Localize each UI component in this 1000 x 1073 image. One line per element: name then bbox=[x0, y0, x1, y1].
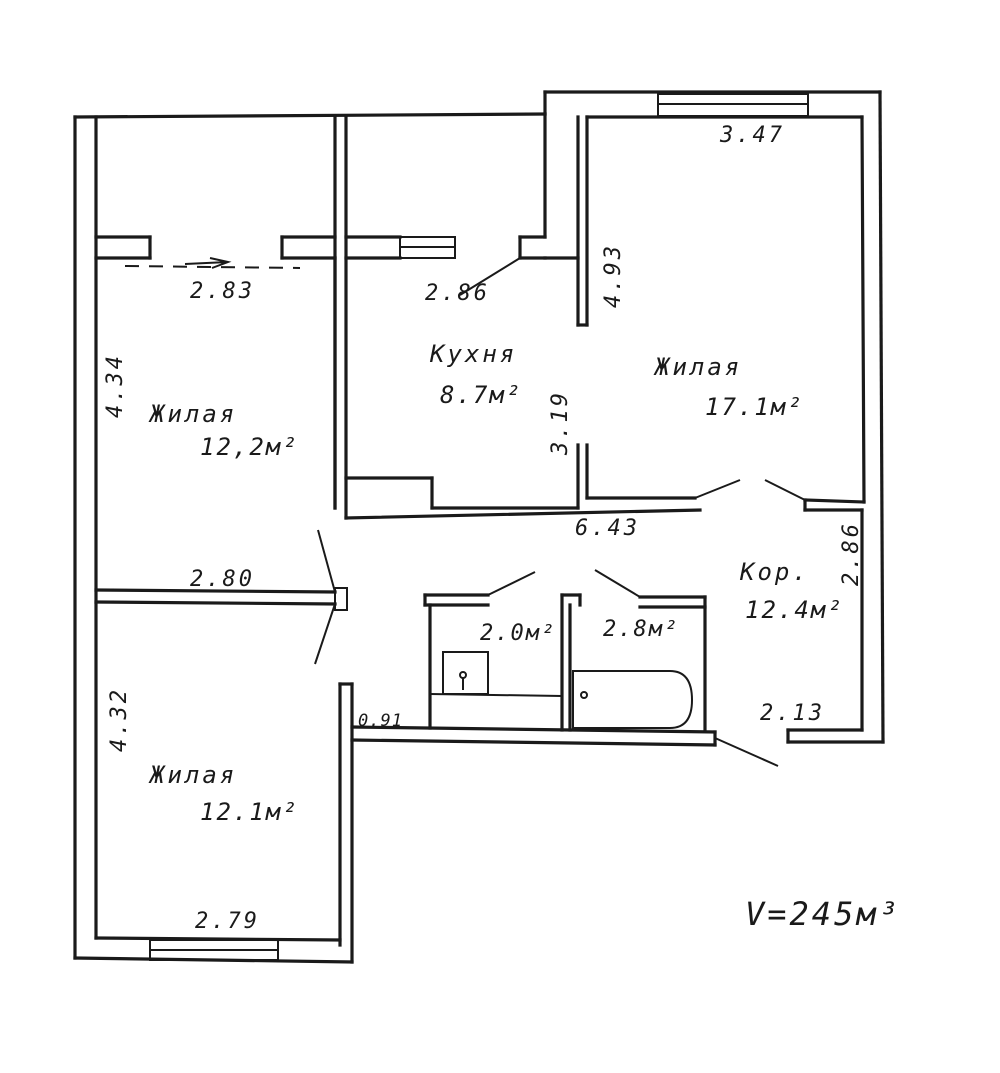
room-area-kitchen: 8.7м² bbox=[440, 381, 522, 409]
dim-4-93: 4.93 bbox=[601, 243, 626, 308]
room-labels: Жилая 12,2м² Кухня 8.7м² Жилая 17.1м² Ко… bbox=[148, 340, 844, 826]
dim-3-47: 3.47 bbox=[719, 123, 785, 148]
room-area-living-large: 17.1м² bbox=[705, 393, 804, 421]
dim-2-86-corridor: 2.86 bbox=[839, 521, 864, 586]
dim-6-43: 6.43 bbox=[575, 516, 640, 541]
dim-4-32: 4.32 bbox=[107, 687, 132, 752]
room-name-kitchen: Кухня bbox=[429, 340, 517, 368]
dim-0-91: 0.91 bbox=[358, 711, 403, 731]
dim-4-34: 4.34 bbox=[103, 353, 128, 418]
room-area-bathroom-1: 2.0м² bbox=[480, 621, 556, 646]
dim-2-83: 2.83 bbox=[190, 279, 255, 304]
volume-note: V=245м³ bbox=[745, 895, 901, 933]
dim-3-19: 3.19 bbox=[548, 390, 573, 456]
dim-2-13: 2.13 bbox=[760, 701, 825, 726]
room-area-living-top-left: 12,2м² bbox=[200, 433, 299, 461]
room-area-corridor: 12.4м² bbox=[745, 596, 844, 624]
dimension-labels: 2.83 2.86 3.47 4.93 4.34 3.19 6.43 2.86 … bbox=[103, 123, 864, 934]
room-area-bathroom-2: 2.8м² bbox=[603, 617, 679, 642]
dim-2-79: 2.79 bbox=[195, 909, 260, 934]
room-name-living-bottom: Жилая bbox=[148, 761, 237, 789]
room-area-living-bottom: 12.1м² bbox=[200, 798, 299, 826]
room-name-corridor: Кор. bbox=[739, 558, 810, 586]
room-name-living-top-left: Жилая bbox=[148, 400, 237, 428]
dim-2-86-kitchen: 2.86 bbox=[425, 281, 490, 306]
walls bbox=[73, 90, 885, 964]
room-name-living-large: Жилая bbox=[653, 353, 742, 381]
doors bbox=[314, 257, 806, 767]
dim-2-80: 2.80 bbox=[190, 567, 255, 592]
